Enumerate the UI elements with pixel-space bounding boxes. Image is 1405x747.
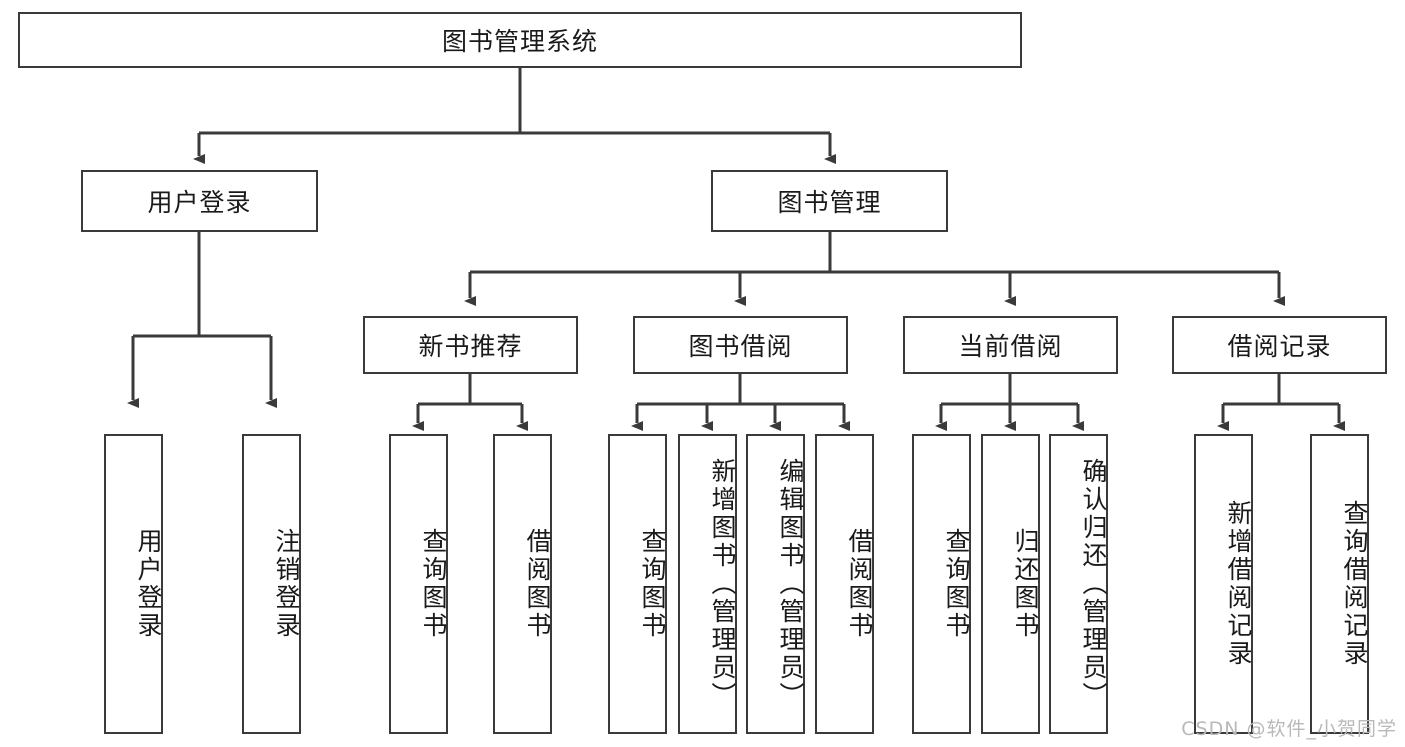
leaf-edit-book[interactable]: 编辑图书（管理员） — [746, 434, 805, 734]
node-book-borrow[interactable]: 图书借阅 — [633, 316, 848, 374]
leaf-borrow-book-recommend[interactable]: 借阅图书 — [493, 434, 552, 734]
node-root-system[interactable]: 图书管理系统 — [18, 12, 1022, 68]
node-label: 确认归还（管理员） — [1079, 458, 1108, 710]
leaf-query-book-current[interactable]: 查询图书 — [912, 434, 971, 734]
watermark-text: CSDN @软件_小贺同学 — [1181, 718, 1397, 740]
node-borrow-record[interactable]: 借阅记录 — [1172, 316, 1387, 374]
node-current-borrow[interactable]: 当前借阅 — [903, 316, 1118, 374]
leaf-add-borrow-record[interactable]: 新增借阅记录 — [1194, 434, 1253, 734]
node-label: 查询图书 — [942, 528, 971, 640]
leaf-borrow-book[interactable]: 借阅图书 — [815, 434, 874, 734]
node-user-login[interactable]: 用户登录 — [81, 170, 318, 232]
leaf-query-borrow-record[interactable]: 查询借阅记录 — [1310, 434, 1369, 734]
node-label: 图书借阅 — [688, 332, 793, 361]
leaf-user-login[interactable]: 用户登录 — [104, 434, 163, 734]
leaf-logout-login[interactable]: 注销登录 — [242, 434, 301, 734]
node-label: 图书管理 — [777, 188, 882, 217]
node-label: 编辑图书（管理员） — [776, 458, 805, 710]
node-label: 注销登录 — [272, 528, 301, 640]
node-label: 查询借阅记录 — [1340, 500, 1369, 668]
node-label: 当前借阅 — [958, 332, 1063, 361]
node-label: 借阅图书 — [523, 528, 552, 640]
node-label: 用户登录 — [134, 528, 163, 640]
node-label: 用户登录 — [147, 188, 252, 217]
node-label: 新增图书（管理员） — [708, 458, 737, 710]
leaf-add-book[interactable]: 新增图书（管理员） — [678, 434, 737, 734]
node-new-book-recommend[interactable]: 新书推荐 — [363, 316, 578, 374]
node-label: 借阅记录 — [1227, 332, 1332, 361]
node-label: 归还图书 — [1011, 528, 1040, 640]
node-label: 图书管理系统 — [441, 27, 598, 56]
leaf-query-book-recommend[interactable]: 查询图书 — [389, 434, 448, 734]
node-book-manage[interactable]: 图书管理 — [711, 170, 948, 232]
node-label: 查询图书 — [638, 528, 667, 640]
leaf-query-book-borrow[interactable]: 查询图书 — [608, 434, 667, 734]
node-label: 新书推荐 — [418, 332, 523, 361]
node-label: 新增借阅记录 — [1224, 500, 1253, 668]
leaf-return-book[interactable]: 归还图书 — [981, 434, 1040, 734]
node-label: 查询图书 — [419, 528, 448, 640]
leaf-confirm-return[interactable]: 确认归还（管理员） — [1049, 434, 1108, 734]
node-label: 借阅图书 — [845, 528, 874, 640]
